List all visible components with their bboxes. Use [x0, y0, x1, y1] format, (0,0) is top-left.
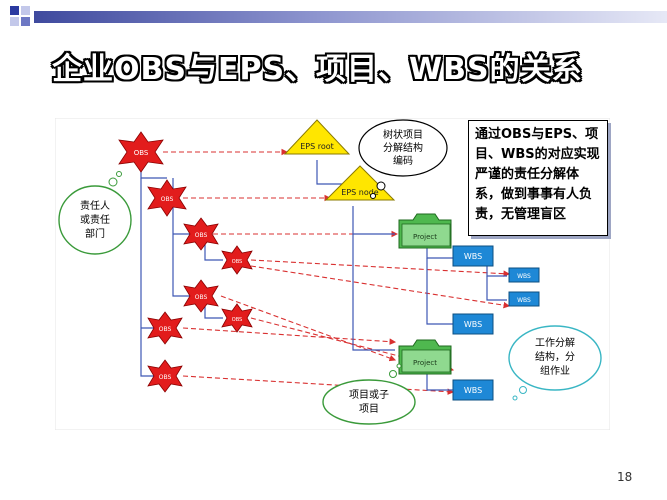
- callout-responsible: 责任人 或责任 部门: [58, 171, 132, 255]
- obs-node-root: OBS: [118, 131, 164, 173]
- project-folder-1: Project: [398, 213, 452, 249]
- project-folder-2: Project: [398, 339, 452, 375]
- obs-node-label: OBS: [195, 232, 208, 239]
- callout-text: 或责任: [80, 213, 110, 226]
- obs-node-label: OBS: [134, 149, 149, 157]
- callout-text: 组作业: [540, 364, 570, 377]
- explanation-text: 通过OBS与EPS、项目、WBS的对应实现严谨的责任分解体系，做到事事有人负责，…: [475, 127, 600, 222]
- wbs-label: WBS: [517, 297, 531, 304]
- callout-text: 结构，分: [535, 350, 575, 363]
- callout-text: 部门: [85, 227, 105, 240]
- wbs-label: WBS: [464, 386, 482, 395]
- wbs-label: WBS: [517, 273, 531, 280]
- obs-nodes: OBS OBS OBS OBS OBS OBS OBS OBS: [118, 131, 253, 393]
- eps-root-label: EPS root: [300, 142, 334, 151]
- wbs-box-3: WBS: [452, 379, 494, 401]
- obs-node-level1: OBS: [147, 179, 187, 217]
- obs-mapping-dashed-lines: [163, 148, 511, 395]
- wbs-box-1: WBS: [452, 245, 494, 267]
- eps-node-label: EPS node: [341, 188, 379, 197]
- project-label: Project: [413, 233, 437, 241]
- wbs-box-2: WBS: [452, 313, 494, 335]
- wbs-box-1b: WBS: [508, 291, 540, 307]
- page-number: 18: [617, 470, 633, 484]
- slide-title: 企业OBS与EPS、项目、WBS的关系: [52, 52, 583, 87]
- obs-node-label: OBS: [195, 294, 208, 301]
- callout-tree-code: 树状项目 分解结构 编码: [358, 119, 448, 199]
- wbs-nodes: WBS WBS WBS WBS WBS: [452, 245, 540, 401]
- callout-text: 编码: [393, 154, 413, 167]
- obs-node-label: OBS: [159, 374, 172, 381]
- explanation-note: 通过OBS与EPS、项目、WBS的对应实现严谨的责任分解体系，做到事事有人负责，…: [468, 120, 608, 236]
- title-decoration: [10, 6, 32, 28]
- wbs-label: WBS: [464, 252, 482, 261]
- callout-text: 项目或子: [349, 389, 389, 401]
- callout-project: 项目或子 项目: [322, 363, 416, 425]
- callout-text: 项目: [359, 403, 379, 415]
- title-bar-stripe: [34, 11, 667, 23]
- obs-node-label: OBS: [232, 317, 242, 323]
- callout-text: 责任人: [80, 199, 110, 212]
- callout-text: 工作分解: [535, 336, 575, 349]
- project-label: Project: [413, 359, 437, 367]
- obs-node-level2a: OBS: [183, 217, 219, 251]
- obs-node-level3b: OBS: [221, 303, 253, 333]
- obs-node-level3a: OBS: [221, 245, 253, 275]
- eps-node: EPS node: [324, 165, 396, 201]
- obs-node-label: OBS: [232, 259, 242, 265]
- obs-node-label: OBS: [161, 196, 174, 203]
- wbs-box-1a: WBS: [508, 267, 540, 283]
- obs-node-level1c: OBS: [147, 359, 183, 393]
- callout-text: 树状项目: [383, 128, 423, 141]
- wbs-label: WBS: [464, 320, 482, 329]
- callout-text: 分解结构: [383, 141, 423, 154]
- eps-root-node: EPS root: [283, 119, 351, 155]
- callout-wbs: 工作分解 结构，分 组作业: [508, 325, 602, 401]
- obs-node-level1b: OBS: [147, 311, 183, 345]
- obs-node-level2b: OBS: [183, 279, 219, 313]
- obs-node-label: OBS: [159, 326, 172, 333]
